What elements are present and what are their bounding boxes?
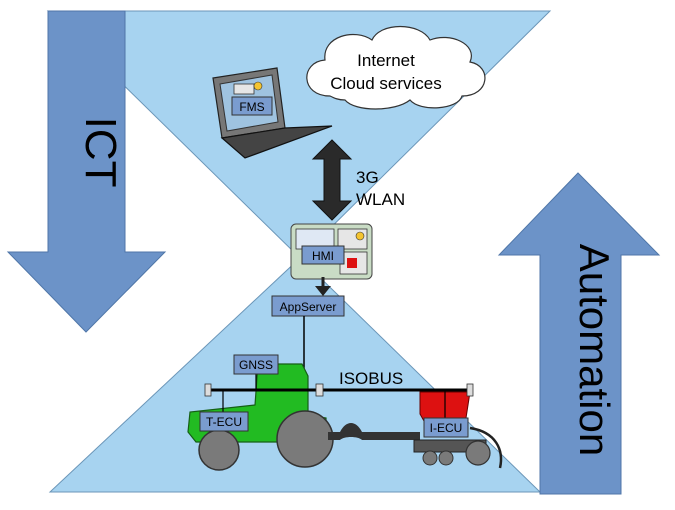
iecu-label: I-ECU [430, 421, 463, 435]
gnss-box [233, 354, 279, 375]
wireless-link-arrow [311, 139, 353, 221]
cloud-label-line2: Cloud services [330, 74, 442, 93]
hmi-label: HMI [312, 249, 334, 263]
hmi-box [301, 245, 345, 265]
tecu-box [199, 411, 249, 432]
ict-label: ICT [76, 117, 125, 188]
cloud-label-line1: Internet [357, 51, 415, 70]
isobus-terminator-right [466, 383, 474, 397]
fms-box [231, 96, 273, 116]
isobus-connector-mid [315, 383, 324, 397]
automation-arrow [497, 172, 661, 495]
isobus-terminator-left [204, 383, 212, 397]
automation-label: Automation [571, 244, 618, 456]
fms-label: FMS [239, 100, 264, 114]
link-label-3g: 3G [356, 168, 379, 187]
appserver-label: AppServer [280, 300, 337, 314]
appserver-box [271, 295, 345, 317]
drawbar [328, 423, 420, 440]
isobus-label: ISOBUS [339, 369, 403, 388]
hmi-down-arrow [315, 277, 331, 296]
ict-arrow [6, 10, 167, 333]
cloud-icon [306, 26, 486, 110]
iecu-box [423, 417, 469, 438]
tecu-label: T-ECU [206, 415, 242, 429]
gnss-label: GNSS [239, 358, 273, 372]
link-label-wlan: WLAN [356, 190, 405, 209]
